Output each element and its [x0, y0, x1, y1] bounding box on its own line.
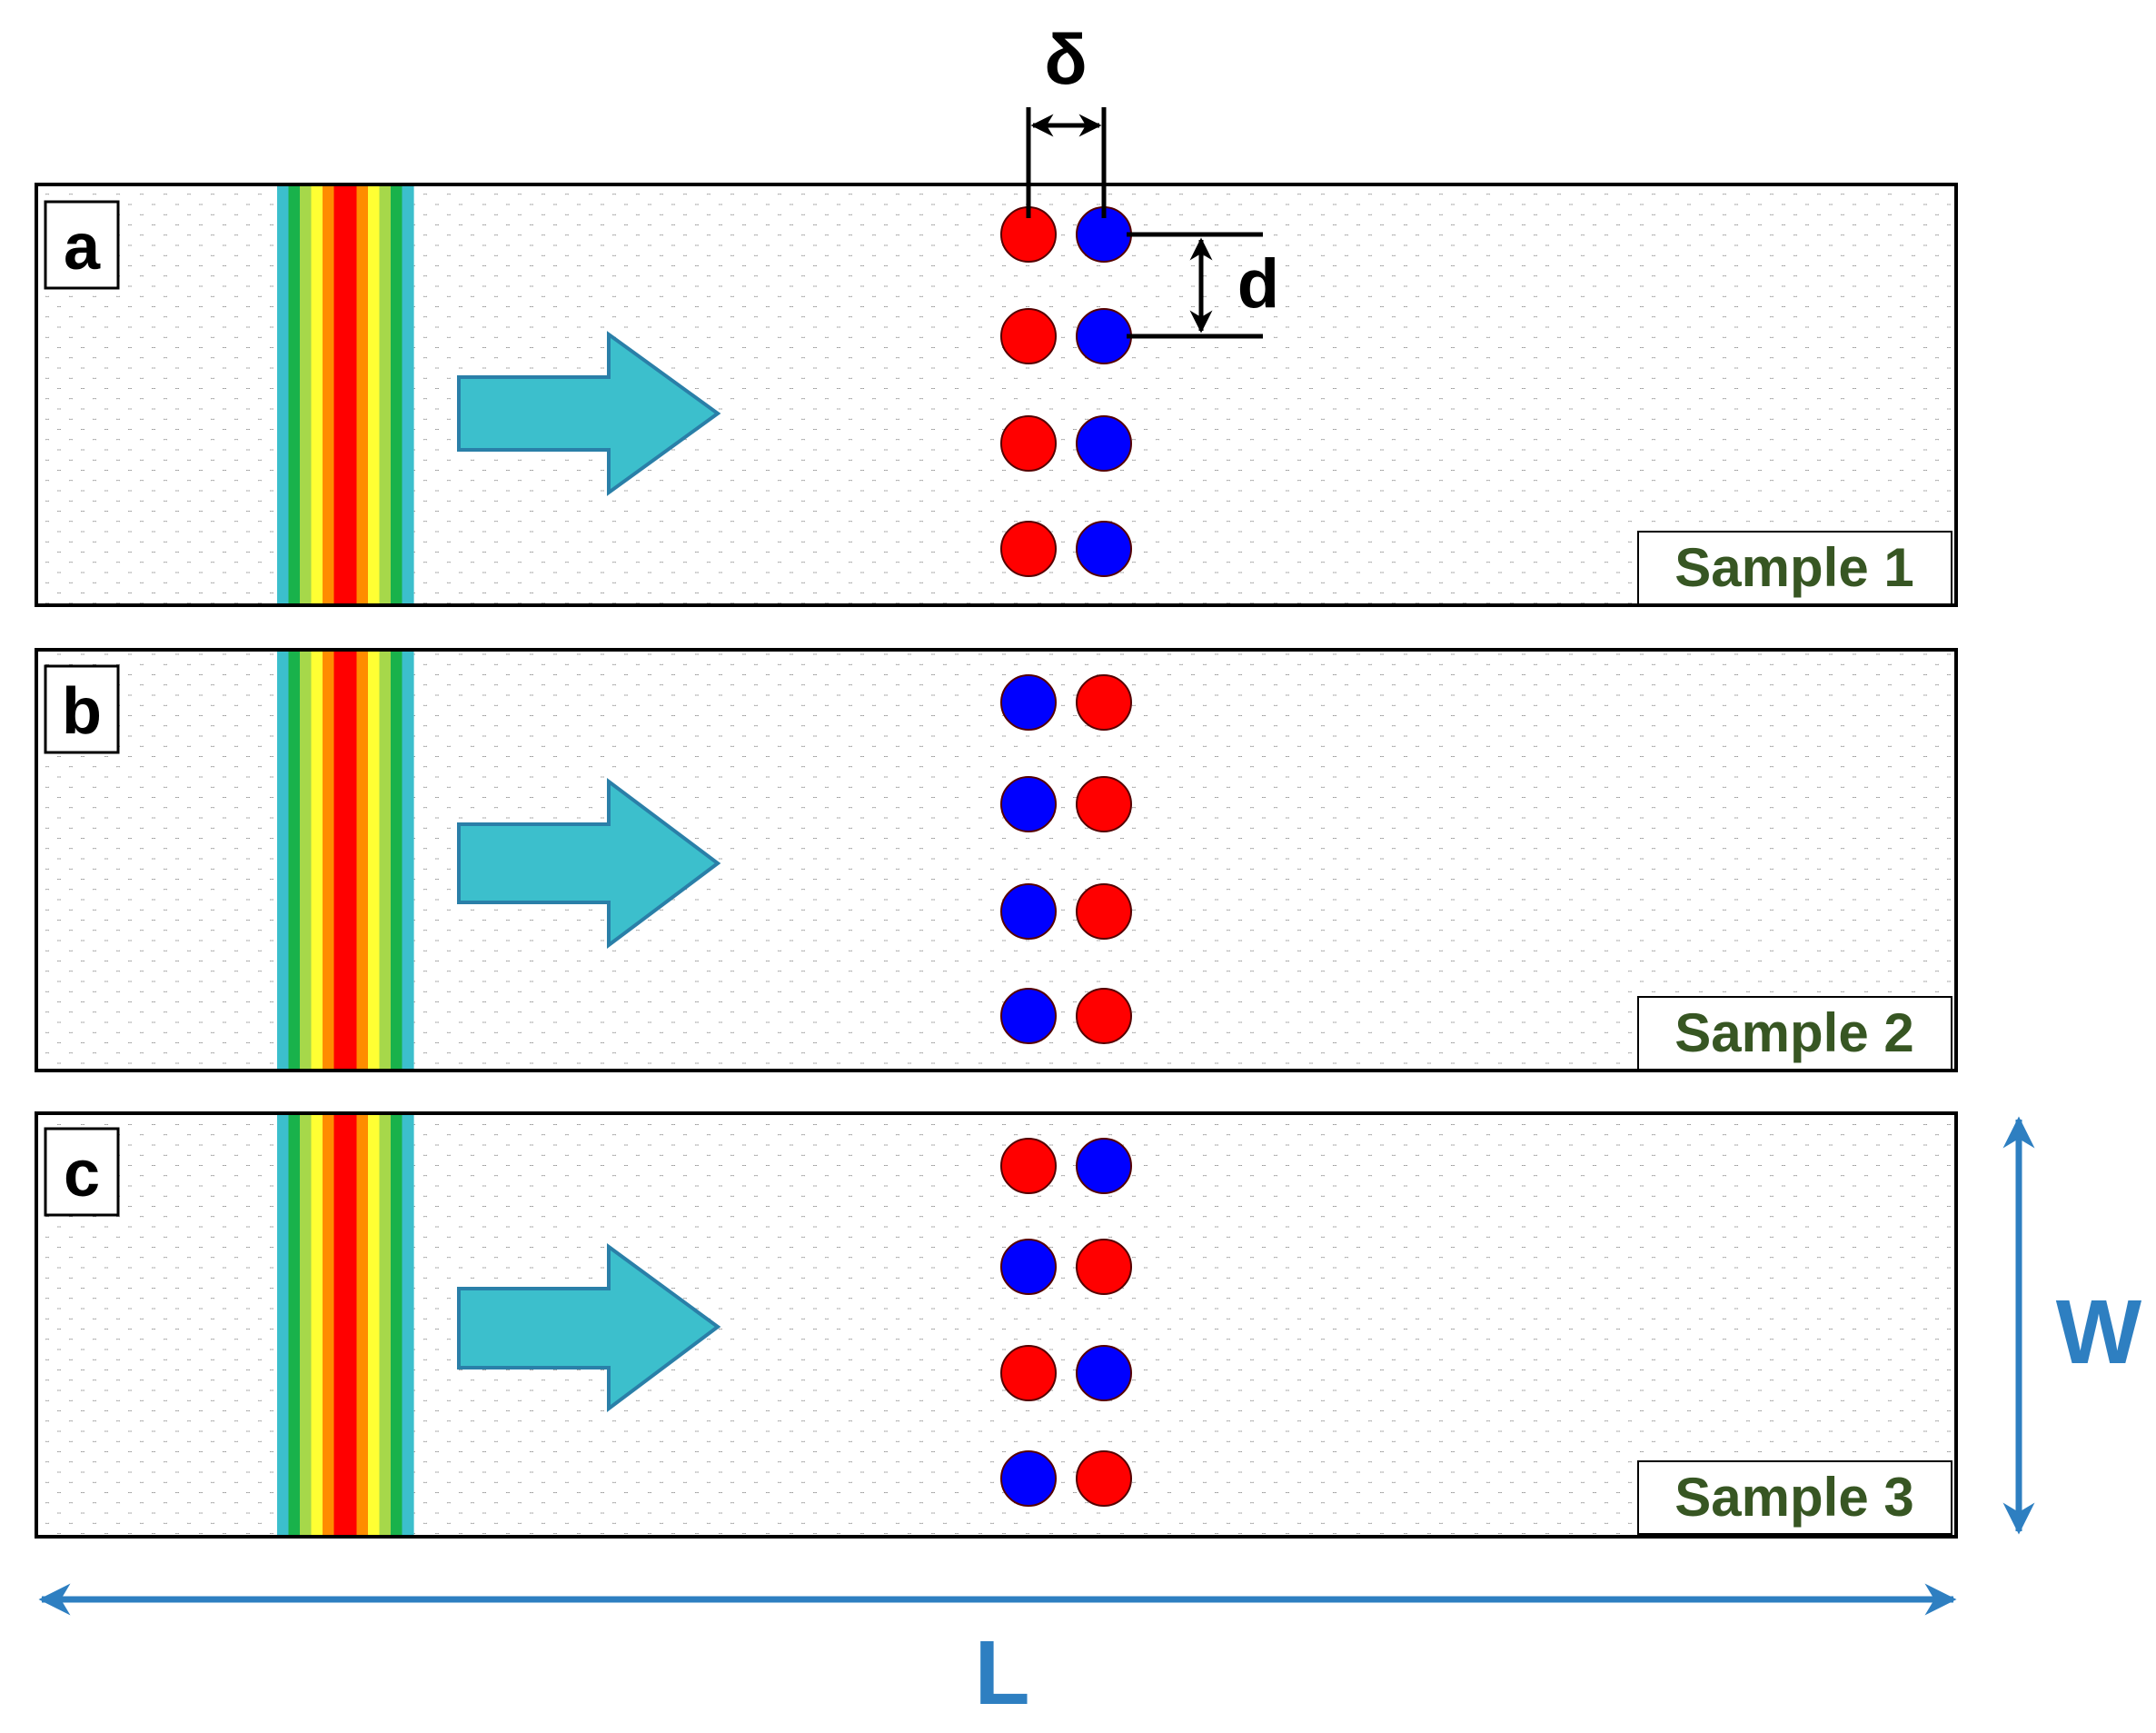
panel-a-sample-box: [1637, 531, 1952, 605]
band-stripe: [391, 186, 403, 603]
panel-c-propagation-arrow: [457, 1243, 721, 1412]
red-scatterer-dot: [1000, 521, 1057, 577]
band-stripe: [402, 186, 414, 603]
band-stripe: [311, 652, 323, 1069]
band-stripe: [379, 1115, 392, 1535]
panel-c: c Sample 3: [35, 1111, 1958, 1539]
delta-dimension: δ: [1026, 19, 1107, 218]
panel-a-letter: a: [64, 211, 101, 284]
panel-b-scatterers: [1000, 674, 1132, 1044]
panel-b-letter-box: [44, 664, 120, 754]
panel-c-letter: c: [64, 1138, 100, 1210]
band-stripe: [311, 186, 323, 603]
panel-a-propagation-arrow: [457, 331, 721, 496]
band-stripe: [277, 1115, 290, 1535]
blue-scatterer-dot: [1000, 1450, 1057, 1507]
band-stripe: [345, 1115, 358, 1535]
band-stripe: [288, 1115, 301, 1535]
red-scatterer-dot: [1076, 883, 1132, 940]
red-scatterer-dot: [1000, 308, 1057, 364]
panel-a: a Sample 1: [35, 183, 1958, 607]
d-label: d: [1237, 245, 1279, 323]
red-scatterer-dot: [1076, 1239, 1132, 1295]
panel-a-sample-label: Sample 1: [1674, 537, 1913, 598]
band-stripe: [391, 1115, 403, 1535]
band-stripe: [368, 186, 381, 603]
band-stripe: [288, 652, 301, 1069]
blue-scatterer-dot: [1076, 308, 1132, 364]
band-stripe: [323, 652, 335, 1069]
band-stripe: [300, 652, 313, 1069]
panel-b: b Sample 2: [35, 648, 1958, 1072]
blue-scatterer-dot: [1000, 883, 1057, 940]
blue-scatterer-dot: [1000, 988, 1057, 1044]
panel-a-letter-box: [44, 200, 120, 290]
band-stripe: [288, 186, 301, 603]
l-label: L: [974, 1622, 1029, 1724]
red-scatterer-dot: [1000, 1345, 1057, 1401]
band-stripe: [379, 652, 392, 1069]
blue-scatterer-dot: [1076, 415, 1132, 472]
delta-label: δ: [1044, 19, 1087, 99]
w-dimension: W: [2002, 1116, 2142, 1535]
panel-b-letter: b: [62, 675, 102, 748]
band-stripe: [368, 1115, 381, 1535]
band-stripe: [333, 186, 346, 603]
red-scatterer-dot: [1000, 415, 1057, 472]
band-stripe: [333, 1115, 346, 1535]
blue-scatterer-dot: [1000, 674, 1057, 731]
band-stripe: [379, 186, 392, 603]
band-stripe: [323, 1115, 335, 1535]
panel-c-sample-box: [1637, 1460, 1952, 1535]
blue-scatterer-dot: [1000, 776, 1057, 832]
band-stripe: [356, 186, 369, 603]
band-stripe: [402, 652, 414, 1069]
panel-b-band: [277, 652, 414, 1069]
band-stripe: [277, 652, 290, 1069]
panel-b-sample-label: Sample 2: [1674, 1002, 1913, 1063]
blue-scatterer-dot: [1076, 1138, 1132, 1194]
band-stripe: [300, 186, 313, 603]
red-scatterer-dot: [1076, 988, 1132, 1044]
red-scatterer-dot: [1076, 1450, 1132, 1507]
panel-a-band: [277, 186, 414, 603]
band-stripe: [323, 186, 335, 603]
band-stripe: [333, 652, 346, 1069]
panel-c-scatterers: [1000, 1138, 1132, 1507]
band-stripe: [402, 1115, 414, 1535]
band-stripe: [311, 1115, 323, 1535]
panel-a-scatterers: [1000, 206, 1132, 577]
blue-scatterer-dot: [1000, 1239, 1057, 1295]
panel-b-sample-box: [1637, 996, 1952, 1071]
panel-c-band: [277, 1115, 414, 1535]
band-stripe: [356, 1115, 369, 1535]
red-scatterer-dot: [1076, 674, 1132, 731]
panel-c-letter-box: [44, 1127, 120, 1217]
band-stripe: [277, 186, 290, 603]
blue-scatterer-dot: [1076, 1345, 1132, 1401]
band-stripe: [368, 652, 381, 1069]
band-stripe: [345, 652, 358, 1069]
panel-b-propagation-arrow: [457, 778, 721, 949]
red-scatterer-dot: [1000, 1138, 1057, 1194]
band-stripe: [345, 186, 358, 603]
band-stripe: [300, 1115, 313, 1535]
panel-c-sample-label: Sample 3: [1674, 1467, 1913, 1528]
band-stripe: [356, 652, 369, 1069]
band-stripe: [391, 652, 403, 1069]
w-label: W: [2056, 1281, 2142, 1383]
l-dimension: L: [38, 1583, 1957, 1724]
red-scatterer-dot: [1076, 776, 1132, 832]
blue-scatterer-dot: [1076, 521, 1132, 577]
d-dimension: d: [1127, 232, 1284, 339]
